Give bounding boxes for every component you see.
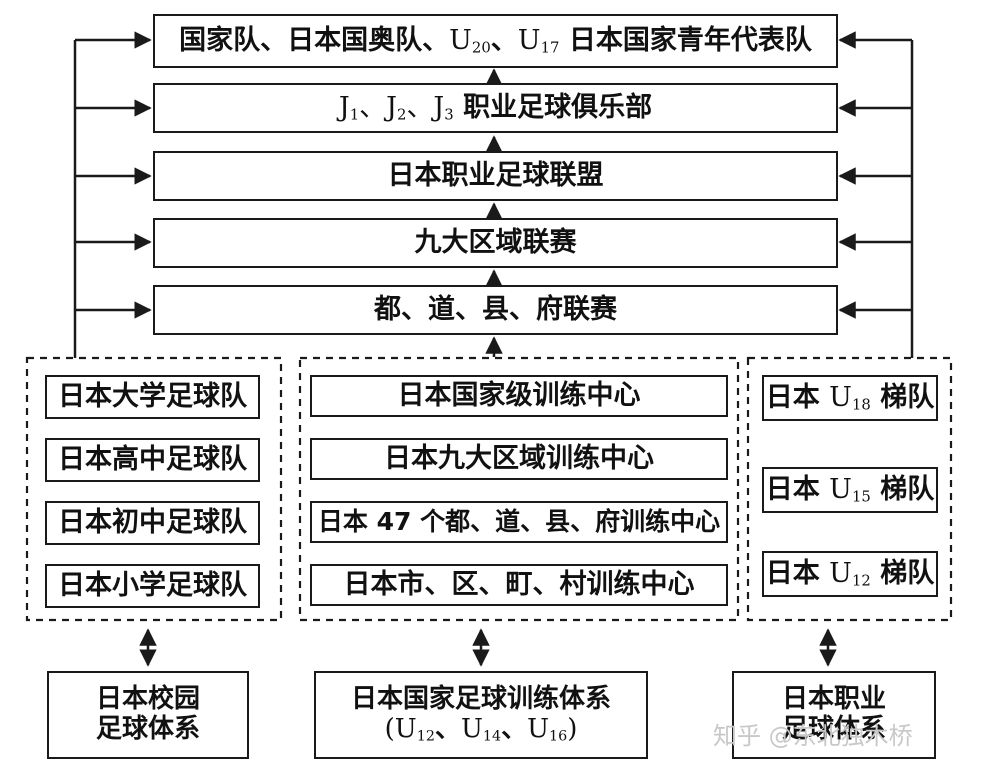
prefectural-league-box: 都、道、县、府联赛 <box>153 285 838 335</box>
high-school-team-box: 日本高中足球队 <box>45 438 260 482</box>
school-system-box: 日本校园 足球体系 <box>47 671 249 759</box>
national-training-center-box: 日本国家级训练中心 <box>310 375 728 417</box>
regional-training-center-box: 日本九大区域训练中心 <box>310 438 728 480</box>
national-team-label: 国家队、日本国奥队、U20、U17 日本国家青年代表队 <box>179 25 812 57</box>
prefectural-league-label: 都、道、县、府联赛 <box>374 294 617 326</box>
u12-ladder-box: 日本 U12 梯队 <box>762 551 938 597</box>
ladder-group-dashed-frame <box>746 356 953 622</box>
municipal-training-center-label: 日本市、区、町、村训练中心 <box>343 569 695 601</box>
u18-ladder-box: 日本 U18 梯队 <box>762 375 938 421</box>
pro-clubs-label: J1、J2、J3 职业足球俱乐部 <box>338 92 653 124</box>
national-training-system-title: 日本国家足球训练体系 <box>350 684 611 715</box>
school-group-dashed-frame <box>25 356 283 622</box>
junior-high-team-label: 日本初中足球队 <box>58 507 247 539</box>
u12-ladder-label: 日本 U12 梯队 <box>765 558 935 590</box>
national-training-center-label: 日本国家级训练中心 <box>397 380 641 412</box>
pro-system-line1: 日本职业 <box>781 684 886 715</box>
pro-league-box: 日本职业足球联盟 <box>153 151 838 201</box>
national-training-system-ages: (U12、U14、U16) <box>384 713 578 745</box>
u18-ladder-label: 日本 U18 梯队 <box>765 382 935 414</box>
prefectural-training-center-label: 日本 47 个都、道、县、府训练中心 <box>317 506 721 536</box>
zhihu-watermark: 知乎 @东北独木桥 <box>713 722 913 750</box>
u15-ladder-label: 日本 U15 梯队 <box>765 474 935 506</box>
regional-league-label: 九大区域联赛 <box>414 227 577 259</box>
pro-clubs-box: J1、J2、J3 职业足球俱乐部 <box>153 83 838 133</box>
high-school-team-label: 日本高中足球队 <box>58 444 247 476</box>
primary-school-team-label: 日本小学足球队 <box>58 570 247 602</box>
primary-school-team-box: 日本小学足球队 <box>45 564 260 608</box>
national-training-system-box: 日本国家足球训练体系 (U12、U14、U16) <box>314 671 648 759</box>
prefectural-training-center-box: 日本 47 个都、道、县、府训练中心 <box>310 501 728 543</box>
university-team-box: 日本大学足球队 <box>45 375 260 419</box>
municipal-training-center-box: 日本市、区、町、村训练中心 <box>310 564 728 606</box>
pro-system-line2: 足球体系 <box>781 714 886 744</box>
junior-high-team-box: 日本初中足球队 <box>45 501 260 545</box>
pro-system-box: 日本职业 足球体系 <box>732 671 936 759</box>
school-system-line2: 足球体系 <box>95 714 200 744</box>
university-team-label: 日本大学足球队 <box>58 381 247 413</box>
school-system-line1: 日本校园 <box>95 684 200 715</box>
regional-training-center-label: 日本九大区域训练中心 <box>384 443 654 475</box>
pro-league-label: 日本职业足球联盟 <box>387 160 604 192</box>
u15-ladder-box: 日本 U15 梯队 <box>762 467 938 513</box>
regional-league-box: 九大区域联赛 <box>153 218 838 268</box>
national-team-box: 国家队、日本国奥队、U20、U17 日本国家青年代表队 <box>153 14 838 68</box>
